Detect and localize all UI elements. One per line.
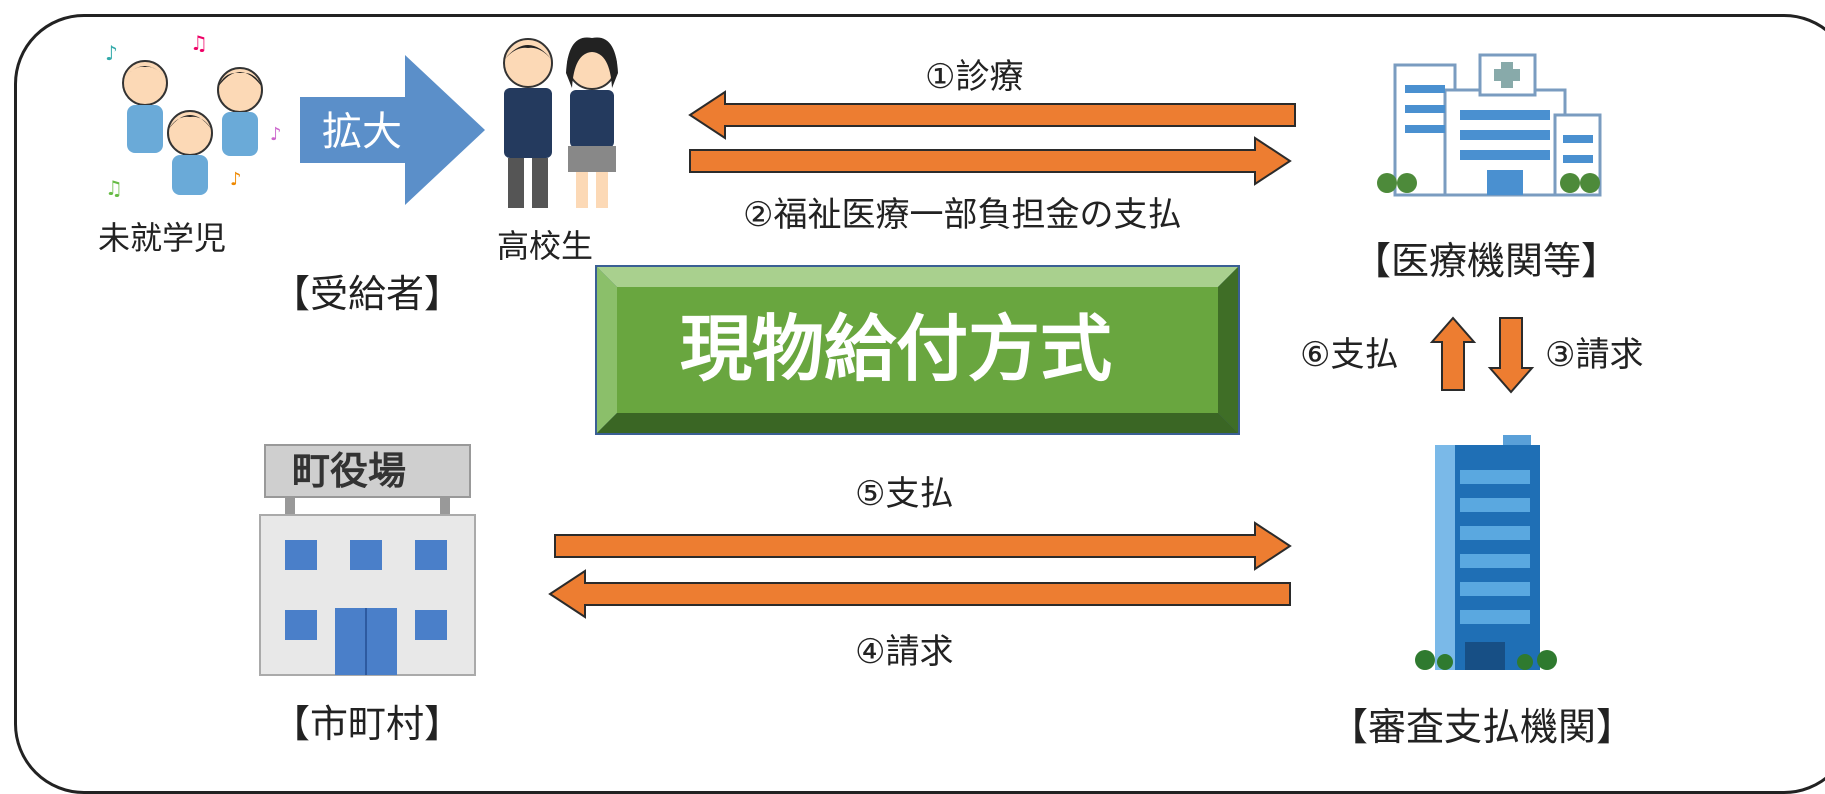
svg-text:♫: ♫ [190,31,208,55]
medical-institution-label: 【医療機関等】 [1353,239,1620,283]
municipality-label: 【市町村】 [272,702,463,746]
expand-arrow [300,55,485,205]
preschool-children-label: 未就学児 [98,219,227,257]
recipients-label: 【受給者】 [272,272,463,316]
hospital-illustration [1377,53,1602,197]
expand-arrow-label: 拡大 [322,109,402,155]
arrow-step1-left [688,90,1296,140]
highschool-label: 高校生 [497,227,594,265]
flow-step5-label: ⑤支払 [855,474,954,514]
flow-step2-label: ②福祉医療一部負担金の支払 [743,195,1182,235]
center-method-title: 現物給付方式 [680,307,1113,391]
town-office-illustration [259,444,476,676]
svg-text:♫: ♫ [105,176,123,200]
preschool-children-illustration: ♪ ♫ ♪ ♫ ♪ [105,31,282,200]
review-organization-label: 【審査支払機関】 [1330,705,1635,749]
flow-step4-label: ④請求 [855,632,954,672]
flow-step6-label: ⑥支払 [1300,335,1399,375]
arrow-step6-up [1429,316,1477,391]
svg-text:♪: ♪ [105,41,118,65]
flow-arrows-top [548,90,1535,619]
flow-step1-label: ①診療 [925,57,1024,97]
highschool-students-illustration [503,37,618,208]
arrow-step2-right [689,136,1292,186]
center-method-box [595,265,1240,435]
svg-text:♪: ♪ [230,169,242,190]
town-office-sign: 町役場 [292,449,407,493]
svg-text:♪: ♪ [270,124,282,145]
arrow-step3-down [1487,317,1535,394]
review-organization-illustration [1415,435,1557,670]
flow-step3-label: ③請求 [1545,335,1644,375]
arrow-step5-right [554,521,1292,571]
arrow-step4-left [548,569,1291,619]
